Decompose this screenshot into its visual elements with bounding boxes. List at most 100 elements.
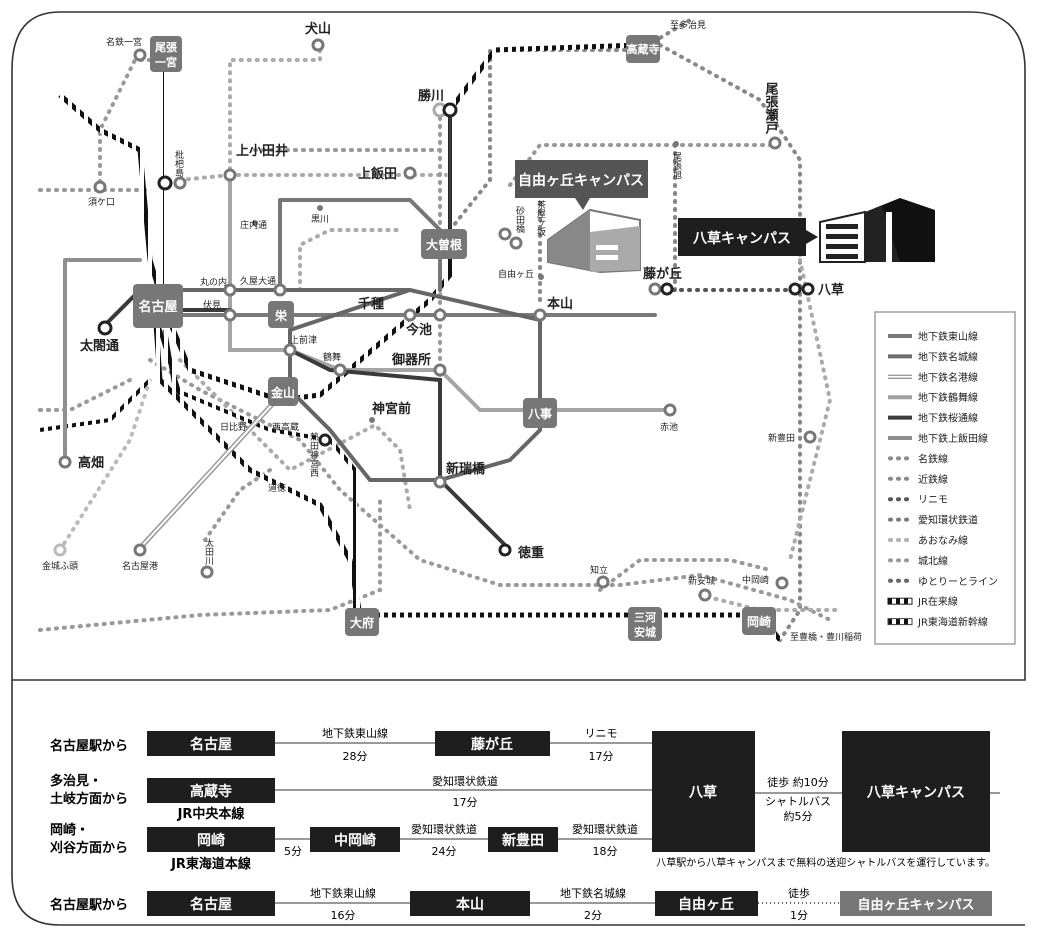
route3-from-1: 岡崎・	[50, 822, 89, 838]
route3-time1: 5分	[284, 845, 302, 858]
route3-time3: 18分	[593, 845, 618, 858]
label-sukaguchi: 須ケ口	[88, 197, 115, 208]
label-jingumae: 神宮前	[372, 401, 411, 417]
legend-item: 地下鉄桜通線	[888, 412, 978, 425]
legend-swatch	[888, 374, 912, 379]
label-dotoku: 道徳	[268, 482, 286, 494]
label-taikodori: 太閤通	[79, 338, 119, 354]
yakusa-station-label: 八草	[688, 784, 717, 801]
legend: 地下鉄東山線地下鉄名城線地下鉄名港線地下鉄鶴舞線地下鉄桜通線地下鉄上飯田線名鉄線…	[874, 311, 1016, 645]
label-to-tajimi: 至多治見	[670, 19, 706, 31]
station-mikawa-anjo-1: 三河	[634, 610, 656, 624]
label-chiryu: 知立	[590, 564, 608, 576]
walk-time: 徒歩 約10分	[767, 775, 829, 789]
boxed-stations: 尾張 一宮 高蔵寺 名古屋 栄 大曽根 金山 八事 大府 三河 安城 岡崎	[133, 35, 776, 641]
legend-label: 地下鉄鶴舞線	[918, 391, 978, 404]
label-motoyama: 本山	[547, 296, 573, 312]
legend-label: 地下鉄名城線	[918, 350, 978, 363]
route3-transfer2: 新豊田	[502, 832, 544, 849]
legend-label: ゆとりーとライン	[918, 576, 998, 588]
yakusa-station-box	[652, 731, 755, 852]
legend-item: 愛知環状鉄道	[888, 514, 978, 527]
legend-label: 近鉄線	[918, 473, 948, 486]
station-okazaki: 岡崎	[747, 614, 771, 629]
route3-origin: 岡崎	[197, 832, 225, 849]
route3-line2: 愛知環状鉄道	[411, 822, 477, 836]
legend-item: 地下鉄東山線	[888, 330, 978, 343]
yakusa-campus-callout[interactable]: 八草キャンパス	[678, 198, 935, 263]
legend-item: ゆとりーとライン	[888, 576, 998, 588]
legend-item: 地下鉄名城線	[888, 350, 978, 363]
legend-swatch	[887, 597, 913, 605]
label-jiyugaoka: 自由ヶ丘	[498, 268, 534, 280]
small-dots	[252, 141, 679, 423]
route4-walk: 徒歩	[788, 886, 810, 900]
label-imaike: 今池	[405, 322, 432, 338]
station-owari-ichinomiya-2: 一宮	[155, 55, 177, 69]
label-akaike: 赤池	[660, 421, 678, 433]
map-frame	[11, 11, 1026, 681]
station-ozone: 大曽根	[426, 237, 462, 252]
route2-origin: 高蔵寺	[190, 783, 232, 800]
label-shin-anjo: 新安城	[688, 575, 715, 587]
route4-line1: 地下鉄東山線	[310, 886, 376, 900]
legend-label: リニモ	[918, 495, 948, 506]
jiyugaoka-campus-label: 自由ヶ丘キャンパス	[518, 172, 644, 189]
route-diagram: 名古屋駅から 名古屋 地下鉄東山線 28分 藤が丘 リニモ 17分 多治見・ 土…	[50, 726, 1000, 922]
label-fushimi: 伏見	[203, 299, 221, 311]
yakusa-campus-box	[842, 731, 990, 852]
route1-line1: 地下鉄東山線	[322, 726, 388, 740]
route4-station: 自由ヶ丘	[678, 896, 734, 913]
station-nagoya: 名古屋	[138, 299, 177, 315]
jiyugaoka-building-icon	[547, 208, 641, 274]
label-inuyama: 犬山	[305, 21, 331, 37]
legend-label: 地下鉄東山線	[918, 330, 978, 343]
label-chayagasaka: 茶屋ヶ坂	[535, 199, 546, 237]
station-yagoto: 八事	[527, 406, 552, 421]
route4-from: 名古屋駅から	[50, 897, 128, 913]
legend-label: あおなみ線	[918, 534, 968, 547]
label-shonaidori: 庄内通	[240, 219, 267, 231]
label-kamiiida: 上飯田	[358, 166, 397, 182]
label-fujigaoka: 藤が丘	[643, 266, 682, 282]
legend-item: リニモ	[888, 495, 948, 506]
label-takabata: 高畑	[78, 455, 104, 471]
label-yakusa: 八草	[817, 282, 844, 298]
route4-transfer: 本山	[456, 896, 484, 913]
legend-label: 愛知環状鉄道	[918, 514, 978, 527]
label-to-toyohashi: 至豊橋・豊川稲荷	[790, 631, 862, 643]
yakusa-campus-box-label: 八草キャンパス	[866, 784, 965, 801]
legend-item: 城北線	[888, 554, 948, 567]
label-shintoyota: 新豊田	[768, 432, 795, 444]
yakusa-building-icon	[819, 198, 935, 263]
route1-origin: 名古屋	[190, 736, 232, 753]
route1-time1: 28分	[343, 750, 368, 763]
label-kinjo-futo: 金城ふ頭	[42, 560, 78, 572]
label-shinmizuhashi: 新瑞橋	[446, 461, 486, 477]
shuttle-label: シャトルバス	[765, 795, 831, 808]
label-gokiso: 御器所	[391, 352, 431, 368]
route4-walk-time: 1分	[790, 909, 808, 922]
station-obu: 大府	[350, 615, 374, 630]
station-owari-ichinomiya-1: 尾張	[154, 41, 178, 54]
label-sunadabashi: 砂田橋	[514, 205, 525, 234]
station-mikawa-anjo-2: 安城	[634, 625, 656, 639]
jiyugaoka-campus-callout[interactable]: 自由ヶ丘キャンパス	[515, 160, 648, 274]
vertical-labels: 枇杷島 尾張瀬戸 尾張旭 砂田橋 茶屋ヶ坂 熱田神宮西 太田川	[173, 82, 778, 565]
legend-item: 地下鉄鶴舞線	[888, 391, 978, 404]
label-tokushige: 徳重	[517, 545, 544, 561]
legend-label: 地下鉄桜通線	[918, 412, 978, 425]
route4-time1: 16分	[331, 909, 356, 922]
label-hibino: 日比野	[220, 421, 247, 433]
legend-item: 地下鉄上飯田線	[888, 432, 988, 445]
label-kachigawa: 勝川	[418, 88, 444, 104]
station-sakae: 栄	[274, 308, 288, 323]
route2-origin-line: JR中央本線	[177, 806, 246, 822]
label-kamimaezu: 上前津	[290, 334, 317, 346]
route3-from-2: 刈谷方面から	[50, 840, 128, 856]
route2-time: 17分	[453, 796, 478, 809]
label-meitetsu-ichinomiya: 名鉄一宮	[106, 36, 142, 48]
legend-label: 城北線	[918, 554, 948, 567]
shuttle-note: 八草駅から八草キャンパスまで無料の送迎シャトルバスを運行しています。	[656, 856, 995, 869]
